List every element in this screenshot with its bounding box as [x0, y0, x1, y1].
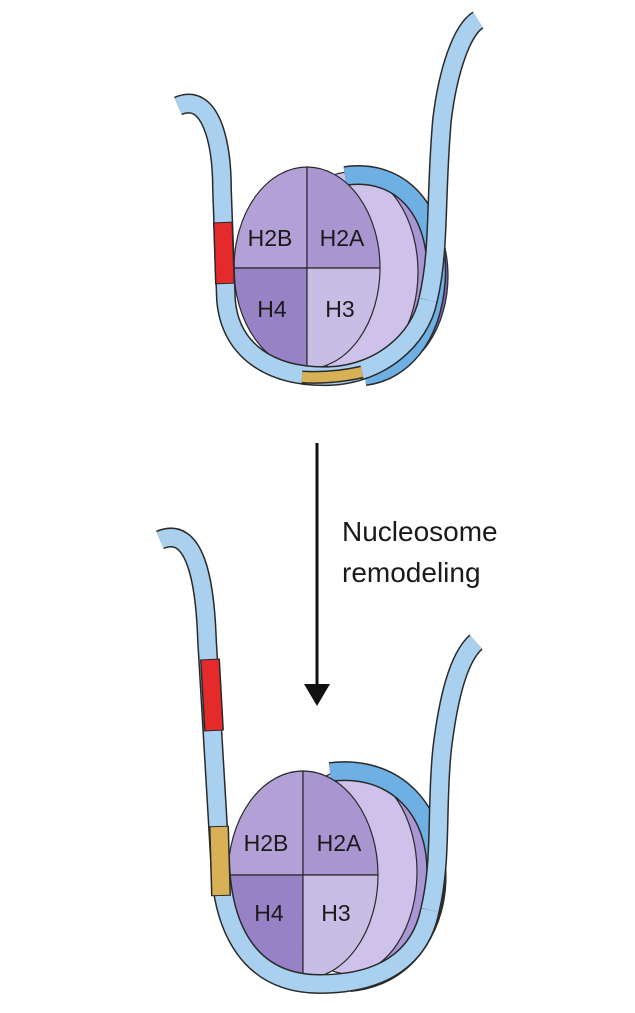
label-h4: H4: [257, 296, 287, 322]
label-h3: H3: [325, 296, 354, 322]
quadrant-h2b: [233, 166, 308, 269]
quadrant-h2a: [306, 166, 381, 269]
remodeling-arrow: [304, 443, 330, 706]
nucleosome-before: H2B H2A H4 H3: [174, 11, 485, 387]
nucleosome-after: H2B H2A H4 H3: [156, 527, 484, 995]
label-h3: H3: [321, 900, 350, 926]
label-h2a: H2A: [320, 225, 365, 251]
quadrant-h2b: [227, 770, 304, 876]
histone-octamer-front: [227, 770, 379, 980]
caption-line-2: remodeling: [342, 557, 481, 588]
label-h2a: H2A: [317, 830, 362, 856]
arrowhead-icon: [304, 684, 330, 706]
caption-line-1: Nucleosome: [342, 516, 498, 547]
label-h4: H4: [254, 900, 284, 926]
label-h2b: H2B: [248, 225, 293, 251]
label-h2b: H2B: [244, 830, 289, 856]
histone-octamer-front: [233, 166, 381, 370]
quadrant-h2a: [302, 770, 379, 876]
